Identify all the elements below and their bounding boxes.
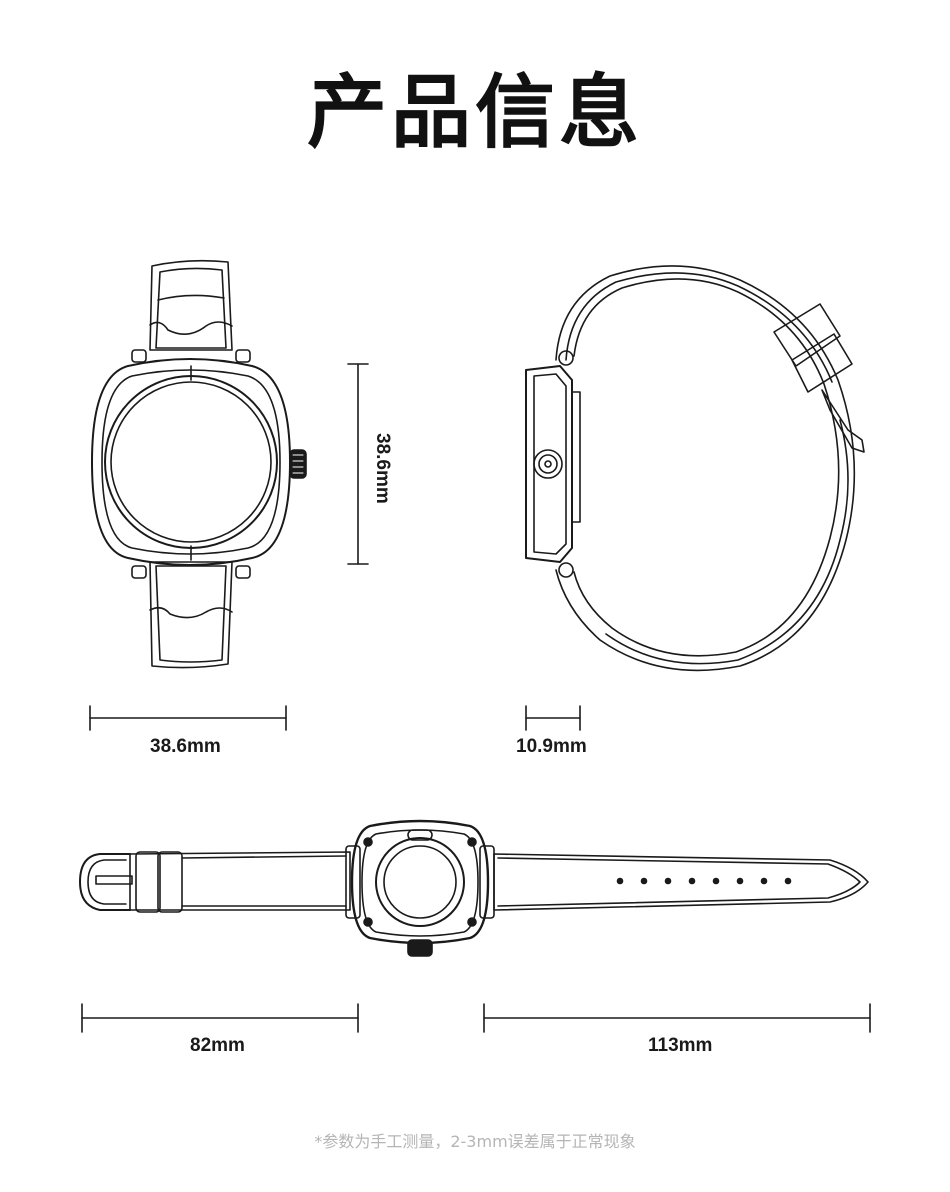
height-label: 38.6mm — [372, 433, 393, 504]
strap-short-label: 82mm — [190, 1035, 245, 1056]
width-label: 38.6mm — [150, 736, 221, 757]
page-title: 产品信息 — [307, 66, 643, 159]
strap-long-label: 113mm — [648, 1035, 713, 1056]
watch-flat-view — [79, 819, 869, 957]
thickness-dimension-line — [525, 705, 581, 731]
width-dimension-line — [89, 705, 287, 731]
watch-side-view — [525, 265, 865, 672]
strap-short-dimension-line — [81, 1003, 359, 1033]
watch-front-view — [91, 259, 307, 669]
strap-long-dimension-line — [483, 1003, 871, 1033]
measurement-note: *参数为手工测量，2-3mm误差属于正常现象 — [314, 1132, 636, 1151]
thickness-label: 10.9mm — [516, 736, 587, 757]
height-dimension-line — [347, 363, 369, 565]
